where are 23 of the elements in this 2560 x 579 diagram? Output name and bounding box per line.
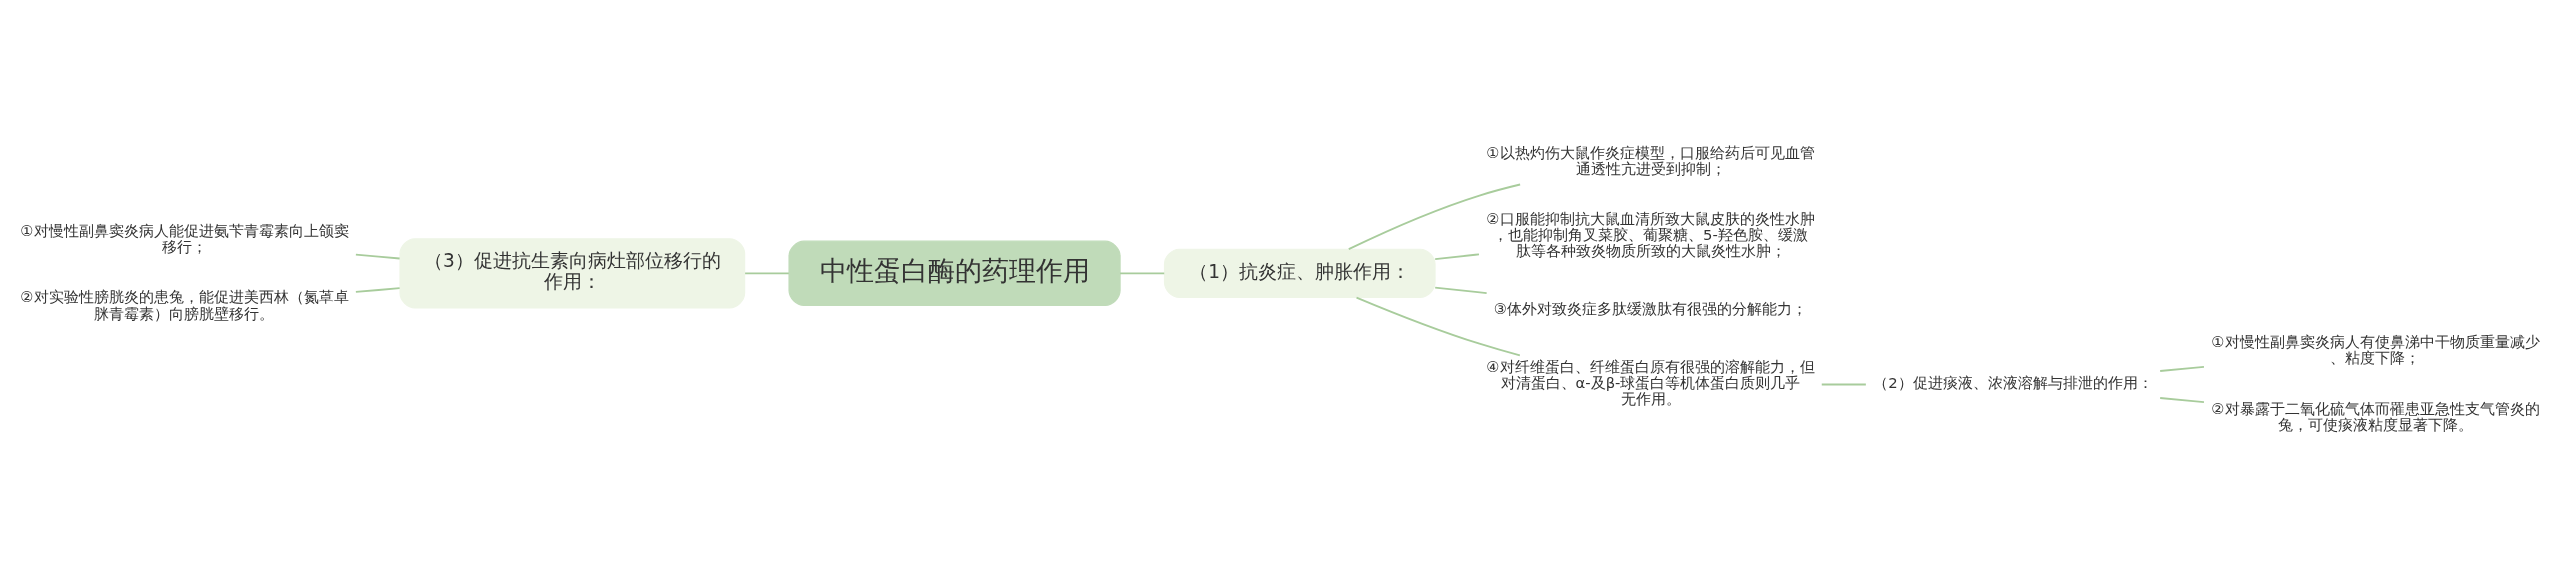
node-text: ①对慢性副鼻窦炎病人能促进氨苄青霉素向上颌窦移行； (20, 221, 349, 255)
connector (2159, 396, 2205, 403)
node-text: （2）促进痰液、浓液溶解与排泄的作用： (1873, 373, 2153, 391)
connector (354, 286, 401, 293)
node-text: ①以热灼伤大鼠作炎症模型，口服给药后可见血管通透性亢进受到抑制； (1486, 143, 1815, 177)
connector (1434, 252, 1480, 260)
node-text: ②对实验性膀胱炎的患兔，能促进美西林（氮䓬卓脒青霉素）向膀胱壁移行。 (20, 287, 349, 322)
node-box: （1）抗炎症、肿胀作用： (1163, 248, 1436, 298)
connector (1434, 286, 1488, 294)
node-box: 中性蛋白酶的药理作用 (788, 240, 1121, 306)
node-text: ③体外对致炎症多肽缓激肽有很强的分解能力； (1493, 299, 1808, 317)
node-box: （3）促进抗生素向病灶部位移行的作用： (399, 237, 746, 309)
connector (1355, 296, 1521, 356)
connector (744, 271, 790, 274)
node-text: ④对纤维蛋白、纤维蛋白原有很强的溶解能力，但对清蛋白、α-及β-球蛋白等机体蛋白质则几乎无作用。 (1486, 357, 1815, 407)
connector (2159, 365, 2205, 372)
connector (1820, 383, 1867, 385)
node-text: ②口服能抑制抗大鼠血清所致大鼠皮肤的炎性水肿，也能抑制角叉菜胶、葡聚糖、5-羟色胺、缓激肽等各种致炎物质所致的大鼠炎性水肿； (1486, 209, 1815, 259)
connector (1347, 183, 1522, 250)
connector (1119, 271, 1166, 274)
node-text: ①对慢性副鼻窦炎病人有使鼻涕中干物质重量减少、粘度下降； (2211, 332, 2540, 366)
node-text: ②对暴露于二氧化硫气体而罹患亚急性支气管炎的兔，可使痰液粘度显著下降。 (2211, 399, 2540, 433)
connector (354, 253, 401, 259)
